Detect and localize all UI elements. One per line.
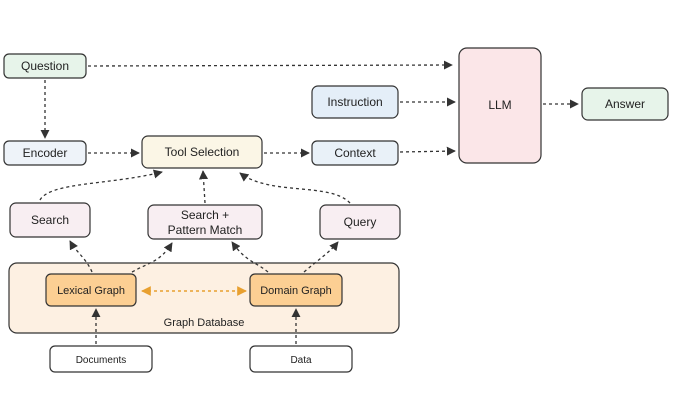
lexical-graph-label: Lexical Graph xyxy=(57,285,125,297)
data-label: Data xyxy=(290,355,312,366)
domain-graph-node[interactable]: Domain Graph xyxy=(249,273,343,307)
search-pattern-line2: Pattern Match xyxy=(168,223,243,237)
answer-node[interactable]: Answer xyxy=(581,87,669,121)
query-node[interactable]: Query xyxy=(319,204,401,240)
arrow-domain-to-pattern xyxy=(231,241,269,273)
documents-node[interactable]: Documents xyxy=(49,345,153,373)
graph-database-label: Graph Database xyxy=(164,317,245,329)
context-node[interactable]: Context xyxy=(311,140,399,166)
llm-node[interactable]: LLM xyxy=(458,47,542,164)
instruction-label: Instruction xyxy=(327,95,382,109)
search-label: Search xyxy=(31,213,69,227)
encoder-label: Encoder xyxy=(23,146,68,160)
arrow-lexical-to-search xyxy=(69,240,93,273)
answer-label: Answer xyxy=(605,97,645,111)
arrow-question-to-llm xyxy=(87,60,453,70)
arrow-lexical-to-pattern xyxy=(131,242,173,273)
arrow-context-to-llm xyxy=(399,146,456,156)
arrow-pattern-to-tool xyxy=(198,170,209,204)
search-node[interactable]: Search xyxy=(9,202,91,238)
llm-label: LLM xyxy=(488,98,511,112)
arrow-query-to-tool xyxy=(239,172,351,204)
tool-selection-label: Tool Selection xyxy=(165,145,240,159)
encoder-node[interactable]: Encoder xyxy=(3,140,87,166)
search-pattern-line1: Search + xyxy=(181,208,229,222)
question-node[interactable]: Question xyxy=(3,53,87,79)
question-label: Question xyxy=(21,59,69,73)
instruction-node[interactable]: Instruction xyxy=(311,85,399,119)
context-label: Context xyxy=(334,146,376,160)
data-node[interactable]: Data xyxy=(249,345,353,373)
lexical-graph-node[interactable]: Lexical Graph xyxy=(45,273,137,307)
query-label: Query xyxy=(344,215,377,229)
documents-label: Documents xyxy=(76,355,127,366)
arrow-domain-to-query xyxy=(303,241,339,273)
domain-graph-label: Domain Graph xyxy=(260,285,332,297)
arrow-search-to-tool xyxy=(39,169,163,201)
search-pattern-match-node[interactable]: Search + Pattern Match xyxy=(147,204,263,240)
tool-selection-node[interactable]: Tool Selection xyxy=(141,135,263,169)
